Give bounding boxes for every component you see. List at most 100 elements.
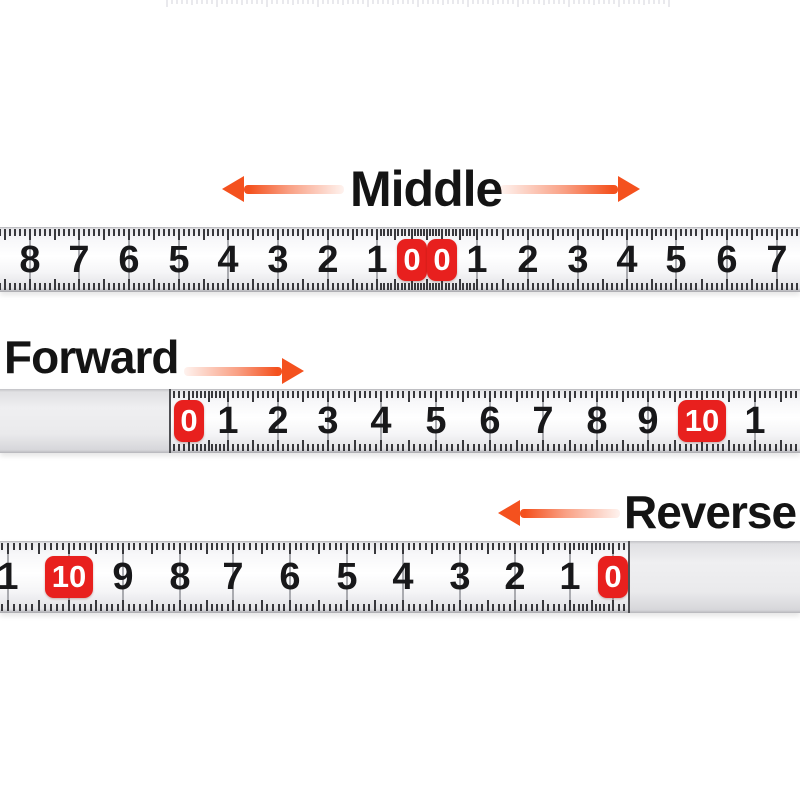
centimeter-line bbox=[459, 543, 461, 611]
tick-mark bbox=[542, 229, 544, 236]
faint-tick-mark bbox=[356, 0, 359, 4]
tick-mark bbox=[695, 229, 698, 236]
tick-mark bbox=[606, 283, 609, 290]
tick-mark bbox=[260, 543, 263, 554]
centimeter-line bbox=[277, 391, 279, 451]
tick-mark bbox=[652, 391, 655, 398]
tick-mark bbox=[173, 604, 176, 611]
centimeter-line bbox=[277, 229, 279, 290]
tick-mark bbox=[451, 229, 454, 236]
tick-mark bbox=[641, 391, 644, 398]
tick-mark bbox=[541, 543, 544, 554]
tick-mark bbox=[591, 283, 594, 290]
ruler-number: 1 bbox=[744, 400, 766, 442]
tick-mark bbox=[380, 440, 382, 451]
centimeter-line bbox=[178, 229, 180, 290]
faint-tick-mark bbox=[266, 0, 269, 7]
tick-mark bbox=[226, 543, 229, 550]
tick-mark bbox=[657, 444, 660, 451]
faint-tick-mark bbox=[412, 0, 414, 4]
faint-tick-mark bbox=[462, 0, 465, 4]
tick-mark bbox=[453, 543, 456, 550]
tick-mark bbox=[413, 391, 415, 398]
tick-mark bbox=[727, 440, 730, 451]
tick-mark bbox=[257, 283, 259, 290]
tick-mark bbox=[189, 543, 192, 550]
tick-mark bbox=[424, 604, 427, 611]
tick-mark bbox=[31, 604, 34, 611]
faint-tick-mark bbox=[647, 0, 650, 4]
tick-mark bbox=[519, 604, 522, 611]
tick-mark bbox=[351, 604, 354, 611]
faint-tick-mark bbox=[236, 0, 239, 4]
tick-mark bbox=[435, 229, 437, 236]
centimeter-line bbox=[179, 543, 181, 611]
tick-mark bbox=[486, 543, 489, 554]
tick-mark bbox=[726, 229, 728, 240]
faint-tick-mark bbox=[617, 0, 620, 7]
tick-mark bbox=[586, 543, 589, 550]
tick-mark bbox=[779, 391, 782, 402]
tick-mark bbox=[212, 229, 215, 236]
tick-mark bbox=[153, 229, 155, 240]
tick-mark bbox=[232, 444, 234, 451]
tick-mark bbox=[19, 604, 22, 611]
tick-mark bbox=[323, 604, 326, 611]
ruler-number: 4 bbox=[217, 238, 239, 281]
tick-mark bbox=[701, 391, 703, 402]
tick-mark bbox=[297, 229, 299, 236]
tick-mark bbox=[420, 283, 422, 290]
tick-mark bbox=[640, 229, 643, 236]
tick-mark bbox=[400, 229, 403, 236]
centimeter-line bbox=[402, 543, 404, 611]
tick-mark bbox=[594, 604, 597, 611]
faint-tick-mark bbox=[241, 0, 244, 5]
tick-mark bbox=[780, 283, 783, 290]
tick-mark bbox=[386, 229, 389, 236]
tick-mark bbox=[695, 444, 698, 451]
ruler-number: 2 bbox=[504, 556, 526, 598]
tick-mark bbox=[623, 604, 626, 611]
tick-mark bbox=[440, 444, 443, 451]
tick-mark bbox=[411, 279, 413, 290]
tick-mark bbox=[764, 444, 767, 451]
tick-mark bbox=[118, 229, 120, 236]
tick-mark bbox=[277, 391, 279, 402]
tick-mark bbox=[684, 444, 687, 451]
tick-mark bbox=[455, 229, 457, 236]
tick-mark bbox=[617, 604, 620, 611]
tick-mark bbox=[665, 283, 668, 290]
tick-mark bbox=[390, 229, 392, 236]
faint-tick-mark bbox=[437, 0, 440, 4]
tick-mark bbox=[300, 604, 303, 611]
tick-mark bbox=[93, 283, 95, 290]
tick-mark bbox=[25, 604, 28, 611]
tick-mark bbox=[429, 229, 431, 236]
tick-mark bbox=[237, 543, 240, 550]
tick-mark bbox=[599, 604, 602, 611]
tick-mark bbox=[751, 279, 753, 290]
tick-mark bbox=[364, 391, 367, 398]
tick-mark bbox=[547, 391, 550, 398]
tick-mark bbox=[746, 283, 748, 290]
tick-mark bbox=[322, 229, 324, 236]
tick-mark bbox=[197, 283, 200, 290]
tick-mark bbox=[418, 391, 421, 398]
faint-tick-mark bbox=[326, 0, 329, 4]
tick-mark bbox=[396, 543, 399, 550]
faint-tick-mark bbox=[376, 0, 379, 4]
tick-mark bbox=[413, 444, 415, 451]
tick-mark bbox=[547, 604, 549, 611]
tick-mark bbox=[187, 229, 190, 236]
tick-mark bbox=[558, 391, 561, 398]
tick-mark bbox=[262, 229, 264, 236]
tick-mark bbox=[366, 229, 369, 236]
tick-mark bbox=[312, 229, 314, 236]
tick-mark bbox=[243, 604, 246, 611]
tick-mark bbox=[306, 543, 309, 550]
tick-mark bbox=[616, 391, 619, 398]
tick-mark bbox=[441, 543, 444, 550]
tick-mark bbox=[481, 229, 484, 236]
tick-mark bbox=[470, 543, 472, 550]
tick-mark bbox=[331, 283, 334, 290]
